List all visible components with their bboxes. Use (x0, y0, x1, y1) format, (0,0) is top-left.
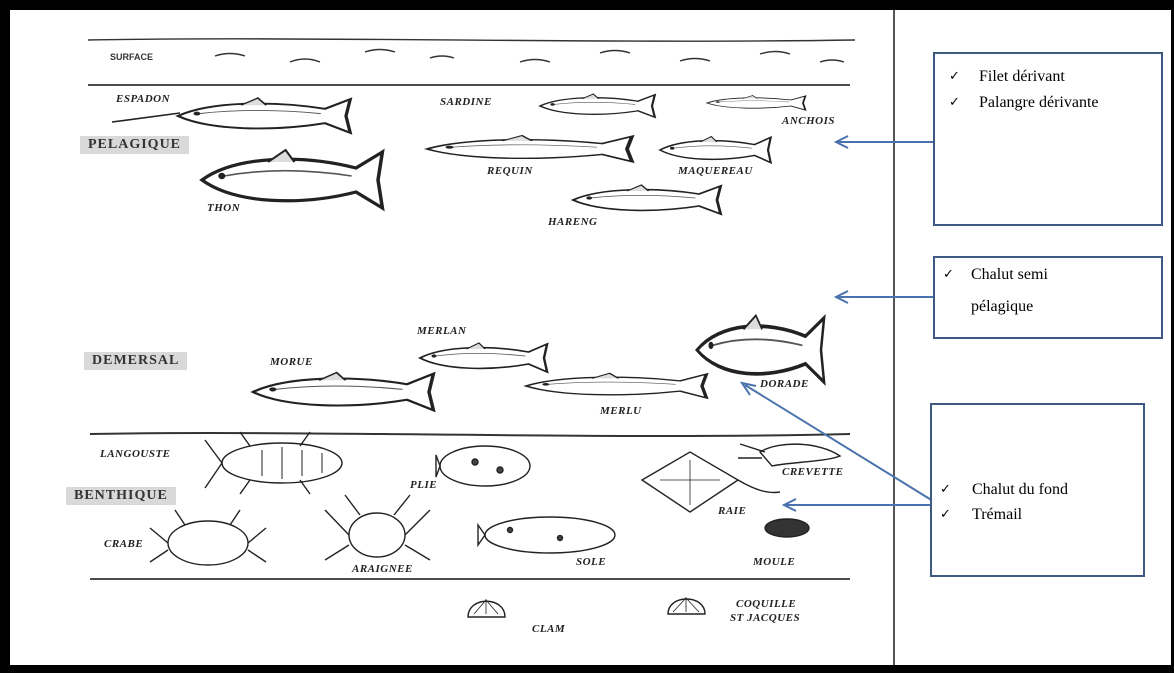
check-icon: ✓ (949, 94, 960, 110)
hareng-fish (573, 185, 721, 214)
label-langouste: LANGOUSTE (100, 448, 171, 460)
raie-shape (642, 452, 780, 512)
label-dorade: DORADE (760, 378, 809, 390)
check-icon: ✓ (943, 266, 954, 282)
gear-item: pélagique (971, 298, 1033, 316)
merlan-fish (420, 343, 547, 372)
check-icon: ✓ (940, 506, 951, 522)
surface-label: SURFACE (110, 52, 153, 62)
label-crabe: CRABE (104, 538, 143, 550)
maquereau-fish (660, 137, 771, 163)
gear-box-bottom: ✓ Chalut du fond ✓ Trémail (930, 403, 1145, 577)
zone-pelagique: PELAGIQUE (80, 136, 189, 154)
seabed-line (90, 433, 850, 436)
anchois-fish (707, 96, 805, 111)
plie-shape (436, 446, 530, 486)
gear-item: Filet dérivant (979, 68, 1065, 86)
arrow-dorade (745, 385, 933, 501)
label-hareng: HARENG (548, 216, 597, 228)
label-merlu: MERLU (600, 405, 642, 417)
morue-fish (253, 373, 433, 411)
coquille-shape (668, 597, 705, 614)
clam-shape (468, 599, 505, 617)
check-icon: ✓ (949, 68, 960, 84)
label-sole: SOLE (576, 556, 606, 568)
label-morue: MORUE (270, 356, 313, 368)
label-plie: PLIE (410, 479, 437, 491)
gear-item: Trémail (972, 506, 1022, 524)
label-merlan: MERLAN (417, 325, 466, 337)
gear-box-semi: ✓ Chalut semi pélagique (933, 256, 1163, 339)
crevette-shape (738, 444, 840, 466)
label-raie: RAIE (718, 505, 746, 517)
dorade-fish (697, 316, 824, 383)
check-icon: ✓ (940, 481, 951, 497)
surface-waves (88, 39, 855, 62)
label-clam: CLAM (532, 623, 565, 635)
label-requin: REQUIN (487, 165, 533, 177)
label-espadon: ESPADON (116, 93, 170, 105)
araignee-shape (325, 495, 430, 560)
label-coquille-1: COQUILLE (736, 598, 796, 610)
sardine-fish (540, 94, 655, 117)
sole-shape (478, 517, 615, 553)
zone-benthique: BENTHIQUE (66, 487, 176, 505)
gear-item: Palangre dérivante (979, 94, 1099, 112)
moule-shape (765, 519, 809, 537)
zone-demersal: DEMERSAL (84, 352, 187, 370)
thon-fish (202, 150, 382, 208)
gear-item: Chalut semi (971, 266, 1048, 284)
label-araignee: ARAIGNEE (352, 563, 413, 575)
gear-box-pelagic: ✓ Filet dérivant ✓ Palangre dérivante (933, 52, 1163, 226)
label-crevette: CREVETTE (782, 466, 843, 478)
crabe-shape (150, 510, 266, 565)
label-coquille-2: ST JACQUES (730, 612, 800, 624)
langouste-shape (205, 432, 342, 494)
requin-fish (427, 136, 632, 162)
label-maquereau: MAQUEREAU (678, 165, 753, 177)
label-sardine: SARDINE (440, 96, 492, 108)
merlu-fish (526, 373, 706, 398)
label-thon: THON (207, 202, 240, 214)
gear-item: Chalut du fond (972, 481, 1068, 499)
arrow-dorade-head (742, 383, 756, 395)
label-moule: MOULE (753, 556, 795, 568)
label-anchois: ANCHOIS (782, 115, 835, 127)
